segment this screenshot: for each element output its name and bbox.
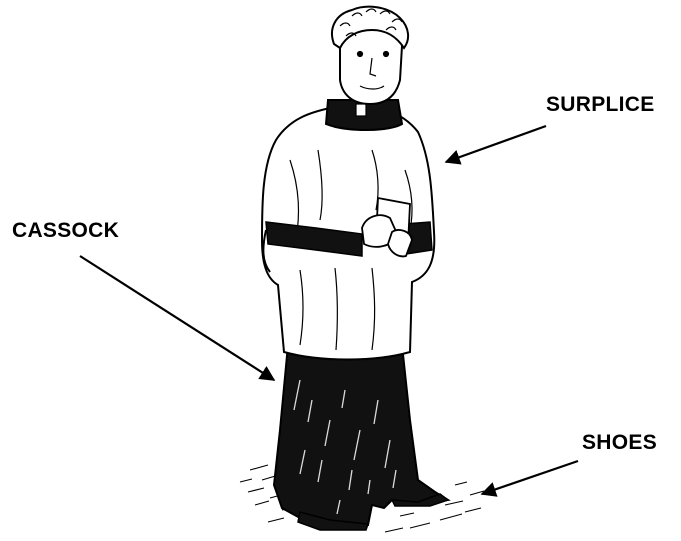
cassock-label: CASSOCK <box>12 220 119 241</box>
surplice-label: SURPLICE <box>546 94 655 115</box>
cassock-figure <box>274 345 448 526</box>
surplice-arrow <box>446 126 546 162</box>
shoes-label: SHOES <box>582 432 657 453</box>
cassock-arrow <box>80 256 274 380</box>
shoes-arrow <box>482 461 578 494</box>
head <box>332 7 408 104</box>
